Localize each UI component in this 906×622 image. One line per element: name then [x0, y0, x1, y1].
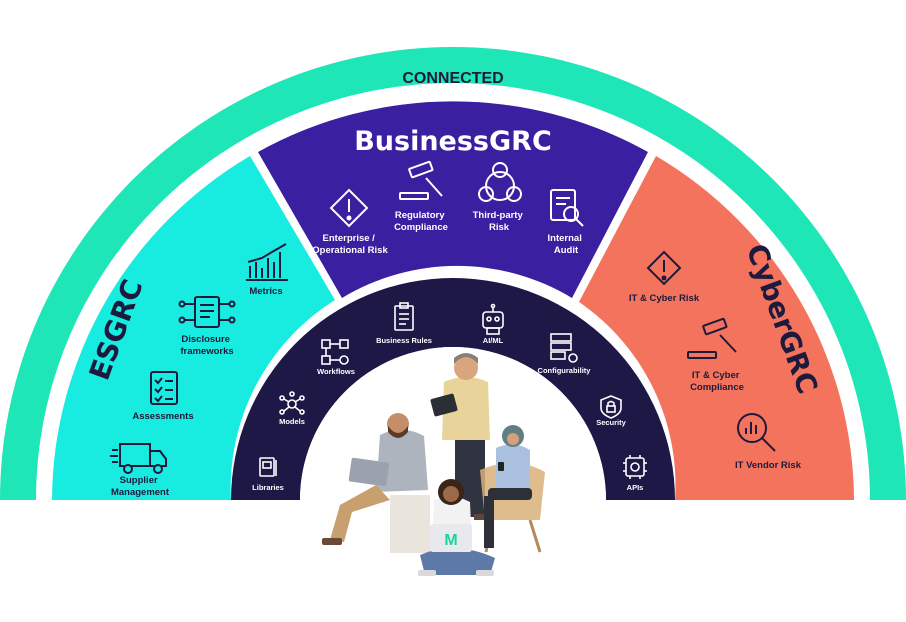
connected-label: CONNECTED — [402, 70, 503, 87]
robot-icon — [482, 303, 504, 335]
models-label: Models — [279, 417, 305, 426]
business-segment — [258, 101, 648, 298]
workflows-label: Workflows — [317, 367, 355, 376]
regulatory-compliance-label: Regulatory Compliance — [394, 210, 448, 233]
bar-chart-icon — [246, 243, 288, 281]
aiml-label: AI/ML — [483, 336, 504, 345]
truck-icon — [110, 443, 167, 474]
cyber-gavel-icon — [687, 317, 737, 359]
businessgrc-title: BusinessGRC — [354, 126, 552, 157]
internal-audit-label: Internal Audit — [548, 233, 585, 256]
libraries-label: Libraries — [252, 483, 284, 492]
people-illustration: M — [322, 353, 545, 576]
woman-chair — [480, 425, 545, 553]
esg-segment — [52, 156, 335, 500]
enterprise-risk-label: Enterprise / Operational Risk — [312, 233, 388, 256]
models-icon — [279, 391, 305, 415]
library-icon — [259, 457, 277, 477]
shield-lock-icon — [600, 395, 622, 419]
gavel-icon — [399, 160, 443, 200]
it-cyber-compliance-label: IT & Cyber Compliance — [690, 370, 744, 393]
sitting-man — [322, 413, 430, 553]
it-vendor-risk-label: IT Vendor Risk — [735, 460, 802, 471]
assessments-label: Assessments — [132, 411, 193, 422]
third-party-risk-label: Third-party Risk — [473, 210, 526, 233]
magnifier-chart-icon — [737, 413, 776, 452]
floor-woman: M — [418, 479, 495, 576]
metrics-label: Metrics — [249, 286, 282, 297]
business-rules-label: Business Rules — [376, 336, 432, 345]
configurability-label: Configurability — [538, 366, 592, 375]
document-network-icon — [178, 296, 236, 328]
warning-icon — [329, 188, 369, 228]
document-search-icon — [550, 189, 584, 227]
server-gear-icon — [550, 333, 578, 363]
checklist-icon — [150, 371, 178, 405]
it-cyber-risk-label: IT & Cyber Risk — [629, 293, 700, 304]
cyber-warning-icon — [646, 250, 682, 286]
security-label: Security — [596, 418, 626, 427]
supplier-management-label: Supplier Management — [111, 475, 170, 498]
chip-gear-icon — [623, 455, 647, 479]
people-network-icon — [478, 162, 522, 202]
laptop-logo: M — [444, 532, 457, 549]
apis-label: APIs — [627, 483, 644, 492]
workflow-icon — [321, 339, 349, 365]
clipboard-icon — [394, 302, 414, 331]
disclosure-frameworks-label: Disclosure frameworks — [180, 334, 233, 357]
cyber-segment — [579, 156, 854, 500]
